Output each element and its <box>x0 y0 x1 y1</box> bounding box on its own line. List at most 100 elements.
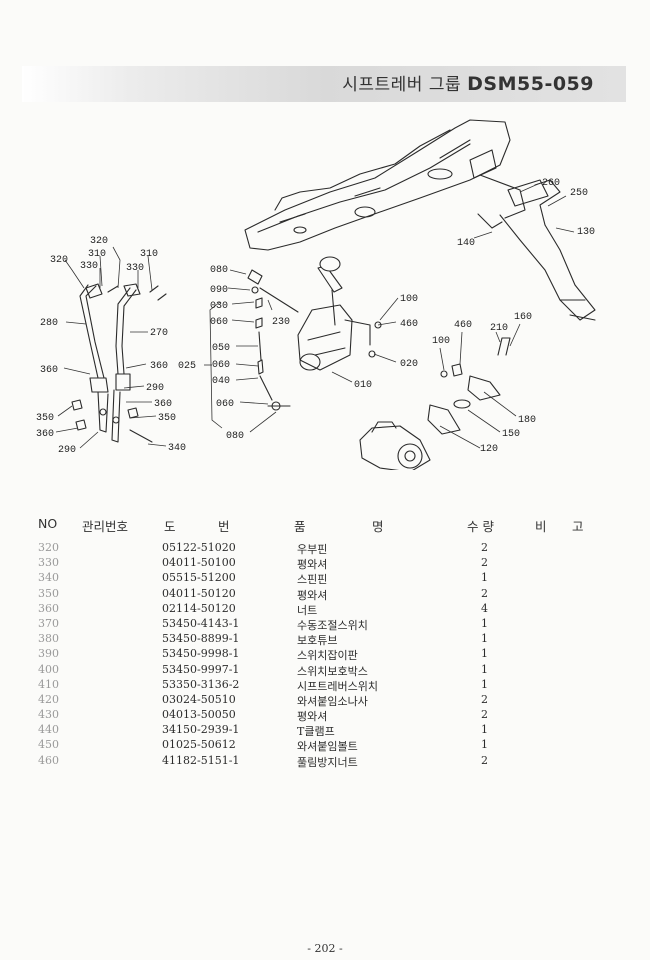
part-number-cell: 03024-50510 <box>162 692 236 706</box>
quantity-cell: 2 <box>481 586 488 600</box>
quantity-cell: 1 <box>481 677 488 691</box>
quantity-cell: 1 <box>481 571 488 585</box>
col-item-2: 명 <box>372 519 384 534</box>
callout-number: 330 <box>80 261 98 272</box>
callout-number: 330 <box>126 263 144 274</box>
part-no-cell: 400 <box>38 662 59 676</box>
part-name-cell: 와셔붙임볼트 <box>297 740 358 754</box>
callout-number: 025 <box>178 361 196 372</box>
part-name-cell: 보호튜브 <box>297 634 338 648</box>
callout-number: 260 <box>542 178 560 189</box>
quantity-cell: 1 <box>481 647 488 661</box>
callout-number: 460 <box>400 319 418 330</box>
callout-number: 140 <box>457 238 475 249</box>
callout-number: 180 <box>518 415 536 426</box>
callout-number: 080 <box>210 265 228 276</box>
table-row: 430 04013-50050 평와셔 2 <box>0 708 650 723</box>
title-bar <box>22 66 626 102</box>
quantity-cell: 1 <box>481 723 488 737</box>
part-no-cell: 410 <box>38 677 59 691</box>
callout-number: 120 <box>480 444 498 455</box>
part-no-cell: 330 <box>38 556 59 570</box>
callout-number: 040 <box>212 376 230 387</box>
part-number-cell: 53450-9997-1 <box>162 662 240 676</box>
part-name-cell: 스위치보호박스 <box>297 664 368 678</box>
part-name-cell: 스위치잡이판 <box>297 649 358 663</box>
callout-number: 360 <box>40 365 58 376</box>
col-item-1: 품 <box>294 519 306 534</box>
callout-number: 060 <box>216 399 234 410</box>
part-number-cell: 04011-50120 <box>162 586 236 600</box>
callout-number: 100 <box>400 294 418 305</box>
part-name-cell: 시프트레버스위치 <box>297 679 378 693</box>
right-side-parts <box>359 337 511 470</box>
part-number-cell: 04013-50050 <box>162 708 236 722</box>
col-drawing-no-1: 도 <box>164 519 176 534</box>
quantity-cell: 2 <box>481 708 488 722</box>
part-number-cell: 01025-50612 <box>162 738 236 752</box>
part-name-cell: 너트 <box>297 603 318 617</box>
callout-number: 250 <box>570 188 588 199</box>
part-number-cell: 05515-51200 <box>162 571 236 585</box>
part-no-cell: 380 <box>38 632 59 646</box>
part-no-cell: 460 <box>38 753 59 767</box>
part-no-cell: 450 <box>38 738 59 752</box>
group-title: 시프트레버 그룹 <box>342 75 462 95</box>
callout-number: 290 <box>58 445 76 456</box>
col-management-no: 관리번호 <box>82 519 129 534</box>
callout-number: 090 <box>210 285 228 296</box>
callout-number: 060 <box>212 360 230 371</box>
callout-number: 230 <box>272 317 290 328</box>
quantity-cell: 2 <box>481 556 488 570</box>
table-row: 360 02114-50120 너트 4 <box>0 602 650 617</box>
part-no-cell: 360 <box>38 601 59 615</box>
table-row: 340 05515-51200 스핀핀 1 <box>0 571 650 586</box>
quantity-cell: 2 <box>481 692 488 706</box>
table-row: 410 53350-3136-2 시프트레버스위치 1 <box>0 678 650 693</box>
callout-number: 100 <box>432 336 450 347</box>
callout-number: 310 <box>88 249 106 260</box>
part-number-cell: 53450-4143-1 <box>162 616 240 630</box>
callout-number: 160 <box>514 312 532 323</box>
part-name-cell: 평와셔 <box>297 710 328 724</box>
part-number-cell: 53350-3136-2 <box>162 677 240 691</box>
part-number-cell: 53450-8899-1 <box>162 632 240 646</box>
part-name-cell: 스핀핀 <box>297 573 328 587</box>
frame-drawing <box>244 119 596 321</box>
col-remark-1: 비 <box>535 519 547 534</box>
linkage-rods <box>71 283 167 443</box>
part-name-cell: 풀림방지너트 <box>297 755 358 769</box>
table-row: 400 53450-9997-1 스위치보호박스 1 <box>0 663 650 678</box>
page-number: - 202 - <box>307 942 343 955</box>
col-drawing-no-2: 번 <box>218 519 230 534</box>
callout-number: 320 <box>90 236 108 247</box>
callout-number: 290 <box>146 383 164 394</box>
col-no: NO <box>38 516 58 531</box>
leader-lines <box>55 183 575 449</box>
callout-number: 360 <box>150 361 168 372</box>
part-number-cell: 53450-9998-1 <box>162 647 240 661</box>
part-name-cell: 평와셔 <box>297 588 328 602</box>
part-no-cell: 370 <box>38 616 59 630</box>
callout-number: 050 <box>212 343 230 354</box>
callout-number: 270 <box>150 328 168 339</box>
quantity-cell: 4 <box>481 601 488 615</box>
callout-number: 130 <box>577 227 595 238</box>
exploded-parts-diagram: 3203103203303103302802703603602903603503… <box>36 119 596 470</box>
quantity-cell: 1 <box>481 662 488 676</box>
part-no-cell: 340 <box>38 571 59 585</box>
part-number-cell: 02114-50120 <box>162 601 236 615</box>
callout-number: 350 <box>158 413 176 424</box>
callout-number: 150 <box>502 429 520 440</box>
part-number-cell: 41182-5151-1 <box>162 753 240 767</box>
model-code: DSM55-059 <box>467 73 594 95</box>
callout-number: 010 <box>354 380 372 391</box>
part-name-cell: 와셔붙임소나사 <box>297 694 368 708</box>
part-name-cell: 수동조절스위치 <box>297 618 368 632</box>
part-no-cell: 430 <box>38 708 59 722</box>
